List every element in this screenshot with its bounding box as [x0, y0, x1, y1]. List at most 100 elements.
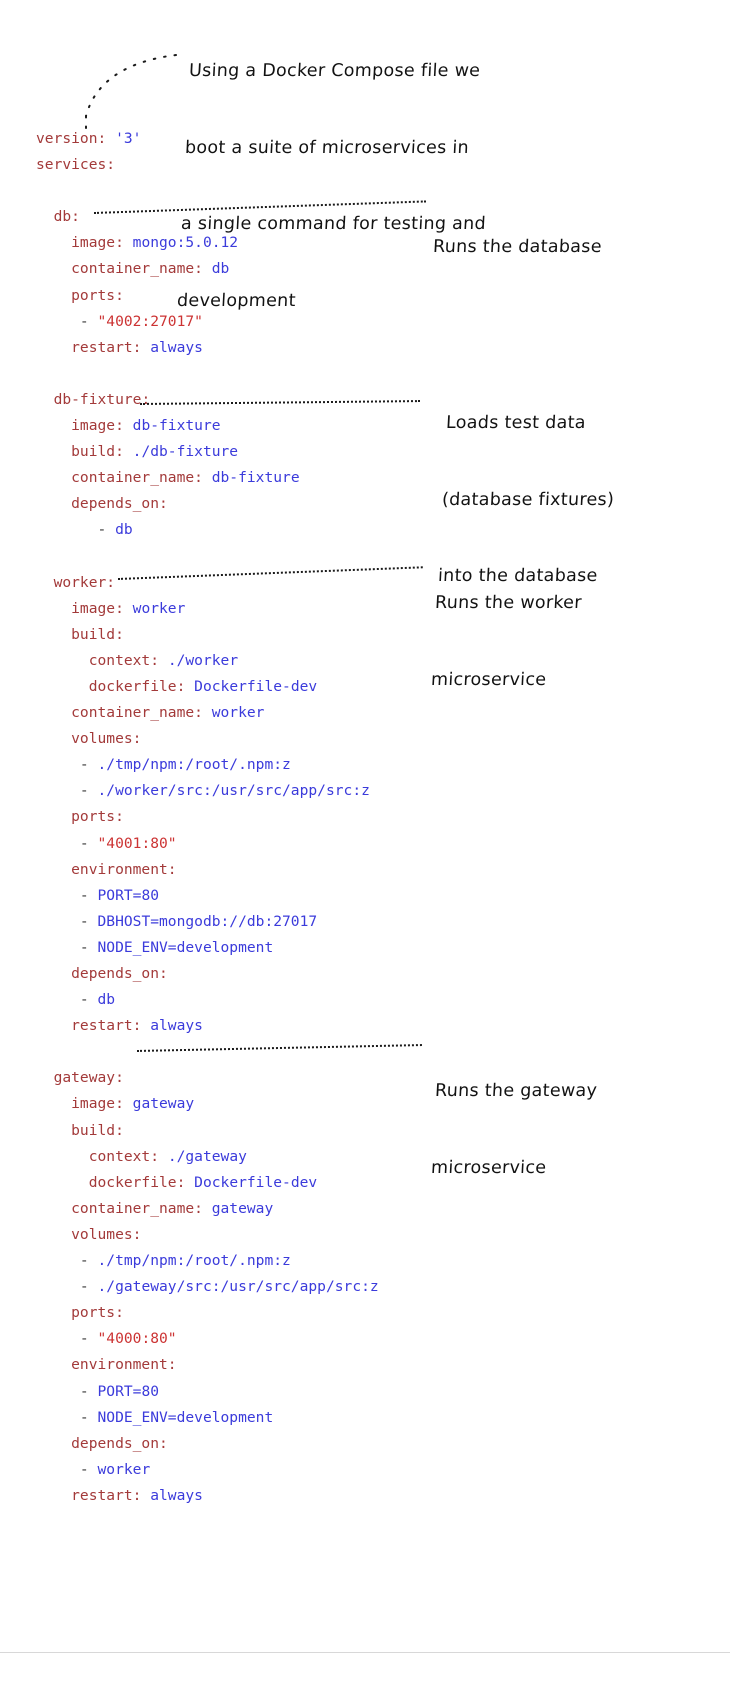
yaml-key: build [36, 443, 116, 461]
yaml-colon: : [106, 156, 116, 174]
yaml-value: db-fixture [202, 469, 300, 487]
annotation-worker: Runs the worker microservice [428, 540, 585, 744]
yaml-line: depends_on: [36, 961, 379, 987]
yaml-line: - db [36, 517, 379, 543]
yaml-colon: : [194, 260, 203, 278]
yaml-line: container_name: db [36, 256, 379, 282]
yaml-line: image: db-fixture [36, 413, 379, 439]
yaml-value: ./gateway [159, 1147, 247, 1165]
yaml-line: db-fixture: [36, 387, 379, 413]
yaml-line: restart: always [36, 1013, 379, 1039]
yaml-list-value: PORT=80 [97, 1382, 160, 1400]
annotation-gateway-line-1: Runs the gateway [434, 1081, 598, 1101]
yaml-line: image: gateway [36, 1091, 379, 1117]
yaml-line: context: ./worker [36, 648, 379, 674]
yaml-key: environment [36, 860, 168, 878]
yaml-colon: : [194, 469, 203, 487]
yaml-key: container_name [36, 469, 195, 487]
yaml-colon: : [71, 208, 80, 226]
yaml-list-dash: - [36, 521, 116, 539]
yaml-line: - ./gateway/src:/usr/src/app/src:z [36, 1274, 379, 1300]
yaml-colon: : [176, 1173, 186, 1191]
yaml-value: always [141, 1486, 203, 1504]
yaml-colon: : [176, 677, 186, 695]
yaml-line: dockerfile: Dockerfile-dev [36, 674, 379, 700]
yaml-line: ports: [36, 1300, 379, 1326]
yaml-colon: : [115, 1069, 124, 1087]
yaml-list-dash: - [36, 1252, 98, 1270]
yaml-list-dash: - [36, 1460, 98, 1478]
yaml-line: depends_on: [36, 1431, 379, 1457]
yaml-key: ports [36, 1304, 116, 1322]
yaml-key: volumes [36, 1225, 133, 1243]
yaml-key: container_name [36, 1199, 195, 1217]
yaml-list-value: DBHOST=mongodb://db:27017 [97, 912, 318, 930]
yaml-line: gateway: [36, 1065, 379, 1091]
yaml-colon: : [159, 1434, 168, 1452]
yaml-list-dash: - [36, 312, 98, 330]
yaml-colon: : [150, 1147, 160, 1165]
yaml-list-value: PORT=80 [97, 886, 160, 904]
yaml-value: Dockerfile-dev [185, 677, 318, 695]
yaml-key: restart [36, 1486, 133, 1504]
yaml-colon: : [167, 1356, 177, 1374]
annotation-worker-line-1: Runs the worker [434, 593, 583, 613]
yaml-key: depends_on [36, 495, 160, 513]
yaml-key: restart [36, 1017, 133, 1035]
yaml-list-value: db [97, 991, 116, 1009]
yaml-key: restart [36, 338, 133, 356]
yaml-list-value: "4000:80" [97, 1330, 177, 1348]
yaml-colon: : [115, 625, 124, 643]
annotation-db-fixture-line-2: (database fixtures) [441, 489, 615, 510]
yaml-key: gateway [36, 1069, 116, 1087]
yaml-colon: : [115, 286, 124, 304]
yaml-colon: : [115, 1121, 124, 1139]
yaml-key: build [36, 625, 116, 643]
yaml-colon: : [115, 599, 124, 617]
yaml-line: environment: [36, 1352, 379, 1378]
yaml-colon: : [159, 495, 168, 513]
yaml-line: context: ./gateway [36, 1144, 379, 1170]
yaml-line: build: [36, 622, 379, 648]
yaml-list-dash: - [36, 1408, 98, 1426]
yaml-list-value: NODE_ENV=development [97, 938, 274, 956]
yaml-line: version: '3' [36, 126, 379, 152]
yaml-key: depends_on [36, 1434, 160, 1452]
yaml-line: services: [36, 152, 379, 178]
yaml-colon: : [159, 965, 168, 982]
yaml-key: services [36, 156, 107, 174]
yaml-line: volumes: [36, 726, 379, 752]
yaml-line: image: worker [36, 596, 379, 622]
docker-compose-yaml: version: '3'services: db: image: mongo:5… [36, 126, 379, 1509]
yaml-value: worker [202, 704, 265, 722]
annotation-db-fixture-line-1: Loads test data [445, 413, 587, 433]
yaml-line: depends_on: [36, 491, 379, 517]
yaml-list-value: NODE_ENV=development [97, 1408, 274, 1426]
yaml-line: dockerfile: Dockerfile-dev [36, 1170, 379, 1196]
yaml-colon: : [141, 390, 151, 408]
yaml-key: ports [36, 808, 116, 826]
yaml-line: - PORT=80 [36, 883, 379, 909]
yaml-key: db [36, 208, 72, 226]
yaml-key: image [36, 1095, 116, 1113]
yaml-key: ports [36, 286, 116, 304]
yaml-list-dash: - [36, 1278, 98, 1296]
yaml-line: environment: [36, 857, 379, 883]
yaml-value: ./worker [159, 651, 239, 669]
yaml-colon: : [106, 573, 116, 591]
yaml-key: dockerfile [36, 1173, 177, 1191]
yaml-list-value: ./gateway/src:/usr/src/app/src:z [97, 1278, 379, 1296]
yaml-line [36, 178, 379, 204]
yaml-key: image [36, 417, 116, 435]
annotation-intro-line-1: Using a Docker Compose file we [188, 61, 481, 81]
yaml-value: worker [123, 599, 186, 617]
yaml-colon: : [115, 234, 124, 252]
yaml-key: version [36, 130, 98, 147]
yaml-value: gateway [202, 1199, 274, 1217]
yaml-list-dash: - [36, 1330, 98, 1348]
yaml-list-dash: - [36, 782, 98, 800]
yaml-key: worker [36, 573, 107, 591]
yaml-value: db [202, 260, 230, 278]
yaml-colon: : [115, 417, 124, 435]
yaml-value: always [141, 1017, 203, 1035]
